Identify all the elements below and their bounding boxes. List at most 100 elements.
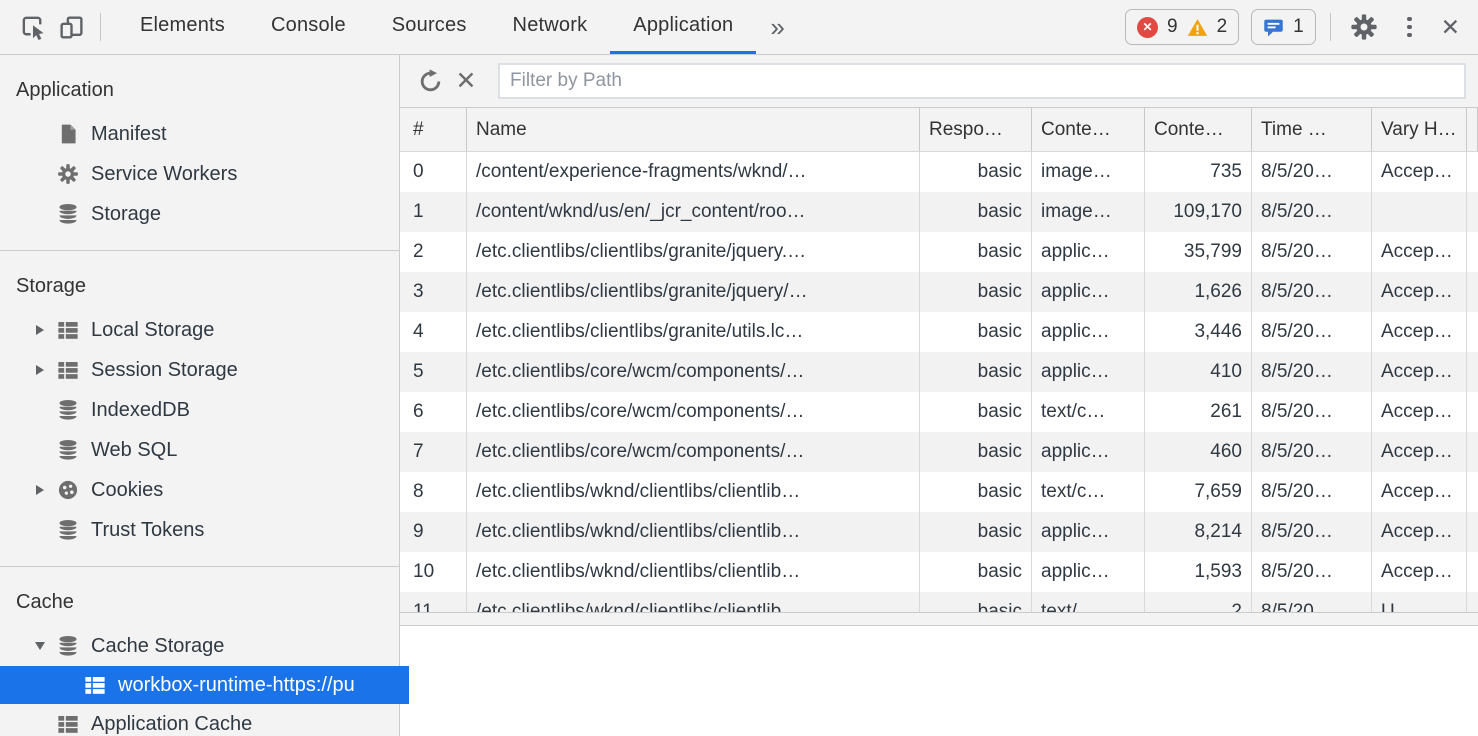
tab-console[interactable]: Console [248, 0, 369, 54]
table-header-row: # Name Respo… Conte… Conte… Time … Vary … [400, 108, 1478, 152]
table-row[interactable]: 10 /etc.clientlibs/wknd/clientlibs/clien… [400, 552, 1478, 592]
sidebar-item-label: Application Cache [91, 713, 252, 736]
table-row[interactable]: 2 /etc.clientlibs/clientlibs/granite/jqu… [400, 232, 1478, 272]
sidebar-item-label: Local Storage [91, 319, 214, 342]
table-row[interactable]: 4 /etc.clientlibs/clientlibs/granite/uti… [400, 312, 1478, 352]
sidebar-item-label: Trust Tokens [91, 519, 204, 542]
table-row[interactable]: 8 /etc.clientlibs/wknd/clientlibs/client… [400, 472, 1478, 512]
warning-icon [1187, 18, 1208, 37]
close-devtools-button[interactable]: ✕ [1437, 14, 1464, 41]
cache-entry-preview-pane [400, 626, 1478, 736]
document-icon [55, 123, 81, 145]
table-icon [55, 713, 81, 735]
sidebar-item-cookies[interactable]: Cookies [0, 470, 399, 510]
inspect-element-button[interactable] [14, 0, 52, 54]
sidebar-item-service-workers[interactable]: Service Workers [0, 154, 399, 194]
refresh-button[interactable] [412, 63, 448, 99]
application-sidebar: Application Manifest [0, 55, 400, 736]
error-count: 9 [1167, 16, 1178, 38]
tab-sources[interactable]: Sources [369, 0, 490, 54]
column-header-name[interactable]: Name [467, 108, 920, 151]
sidebar-item-local-storage[interactable]: Local Storage [0, 310, 399, 350]
message-bubble-icon [1263, 17, 1284, 38]
sidebar-item-label: Cache Storage [91, 635, 224, 658]
sidebar-item-trust-tokens[interactable]: Trust Tokens [0, 510, 399, 550]
gear-icon [55, 163, 81, 185]
kebab-dot [1407, 25, 1412, 30]
table-row[interactable]: 6 /etc.clientlibs/core/wcm/components/… … [400, 392, 1478, 432]
toolbar-divider [100, 13, 101, 41]
tab-elements[interactable]: Elements [117, 0, 248, 54]
message-count: 1 [1293, 16, 1304, 38]
table-row[interactable]: 7 /etc.clientlibs/core/wcm/components/… … [400, 432, 1478, 472]
tab-application[interactable]: Application [610, 0, 756, 54]
database-icon [55, 399, 81, 421]
sidebar-item-label: Storage [91, 203, 161, 226]
expander-expanded-icon[interactable] [25, 642, 55, 650]
table-row[interactable]: 9 /etc.clientlibs/wknd/clientlibs/client… [400, 512, 1478, 552]
issues-message-badge[interactable]: 1 [1251, 9, 1316, 45]
column-header-content-length[interactable]: Conte… [1145, 108, 1252, 151]
section-title-cache: Cache [0, 567, 399, 626]
column-header-content-type[interactable]: Conte… [1032, 108, 1145, 151]
device-toolbar-icon [58, 14, 85, 41]
column-header-time-cached[interactable]: Time … [1252, 108, 1372, 151]
section-title-storage: Storage [0, 251, 399, 310]
sidebar-item-manifest[interactable]: Manifest [0, 114, 399, 154]
expander-collapsed-icon[interactable] [25, 365, 55, 375]
sidebar-item-indexeddb[interactable]: IndexedDB [0, 390, 399, 430]
database-icon [55, 203, 81, 225]
tab-network[interactable]: Network [490, 0, 611, 54]
database-icon [55, 635, 81, 657]
console-errors-warnings-badge[interactable]: ✕ 9 2 [1125, 9, 1239, 45]
settings-button[interactable] [1345, 13, 1383, 41]
clear-icon: ✕ [456, 66, 477, 96]
database-icon [55, 439, 81, 461]
sidebar-item-storage[interactable]: Storage [0, 194, 399, 234]
more-tabs-button[interactable]: » [756, 0, 798, 54]
cache-entries-table: # Name Respo… Conte… Conte… Time … Vary … [400, 108, 1478, 612]
refresh-icon [417, 68, 444, 95]
expander-collapsed-icon[interactable] [25, 325, 55, 335]
toolbar-divider [1330, 13, 1331, 41]
table-row[interactable]: 5 /etc.clientlibs/core/wcm/components/… … [400, 352, 1478, 392]
filter-by-path-input[interactable] [498, 63, 1466, 99]
sidebar-section-cache: Cache Cache Storage [0, 567, 399, 736]
column-header-response-type[interactable]: Respo… [920, 108, 1032, 151]
toolbar-right-cluster: ✕ 9 2 1 [1125, 0, 1478, 54]
sidebar-item-application-cache[interactable]: Application Cache [0, 704, 399, 736]
table-row[interactable]: 0 /content/experience-fragments/wknd/… b… [400, 152, 1478, 192]
table-icon [82, 674, 108, 696]
gear-icon [1350, 13, 1378, 41]
sidebar-item-label: Cookies [91, 479, 163, 502]
application-panel: Application Manifest [0, 55, 1478, 736]
sidebar-item-cache-storage[interactable]: Cache Storage [0, 626, 399, 666]
horizontal-splitter[interactable] [400, 612, 1478, 626]
kebab-menu-button[interactable] [1395, 9, 1425, 45]
clear-button[interactable]: ✕ [448, 63, 484, 99]
sidebar-item-label: IndexedDB [91, 399, 190, 422]
error-icon: ✕ [1137, 17, 1158, 38]
devtools-toolbar: Elements Console Sources Network Applica… [0, 0, 1478, 55]
table-row[interactable]: 1 /content/wknd/us/en/_jcr_content/roo… … [400, 192, 1478, 232]
sidebar-item-label: Session Storage [91, 359, 238, 382]
column-header-index[interactable]: # [400, 108, 467, 151]
sidebar-item-label: Service Workers [91, 163, 237, 186]
sidebar-item-label: Manifest [91, 123, 167, 146]
expander-collapsed-icon[interactable] [25, 485, 55, 495]
table-row-partial[interactable]: 11 /etc.clientlibs/wknd/clientlibs/clien… [400, 592, 1478, 612]
device-toolbar-button[interactable] [52, 0, 90, 54]
cookie-icon [55, 479, 81, 501]
sidebar-section-application: Application Manifest [0, 55, 399, 251]
sidebar-item-web-sql[interactable]: Web SQL [0, 430, 399, 470]
table-row[interactable]: 3 /etc.clientlibs/clientlibs/granite/jqu… [400, 272, 1478, 312]
cache-storage-view: ✕ # Name Respo… Conte… Conte… Time … Var… [400, 55, 1478, 736]
sidebar-item-label: Web SQL [91, 439, 177, 462]
panel-tabs: Elements Console Sources Network Applica… [117, 0, 756, 54]
sidebar-item-session-storage[interactable]: Session Storage [0, 350, 399, 390]
column-header-stub [1467, 108, 1478, 151]
sidebar-item-workbox-runtime-cache[interactable]: workbox-runtime-https://pu [0, 666, 409, 704]
sidebar-item-label: workbox-runtime-https://pu [118, 674, 355, 697]
column-header-vary-header[interactable]: Vary H… [1372, 108, 1467, 151]
